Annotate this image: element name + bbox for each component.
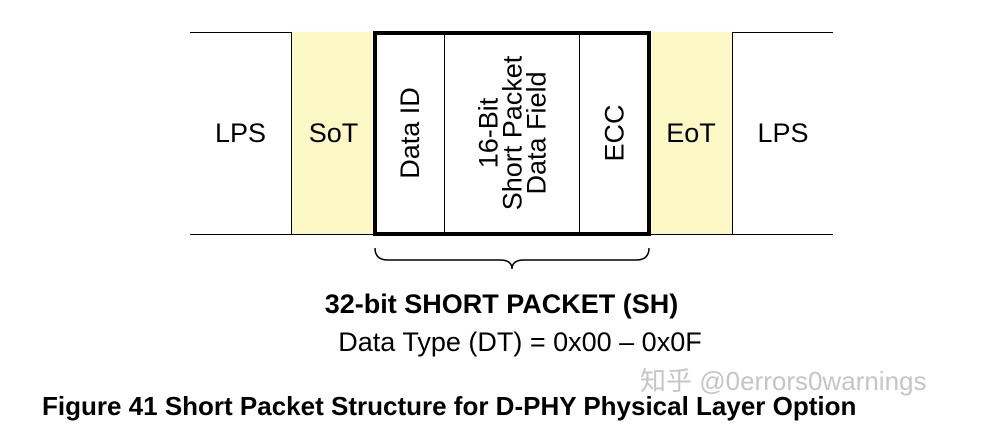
packet-type-label: 32-bit SHORT PACKET (SH)	[324, 289, 679, 319]
bottom-lane-line	[190, 234, 833, 235]
field-lps-right: LPS	[733, 32, 833, 234]
field-eot: EoT	[650, 32, 733, 234]
watermark: 知乎 @0errors0warnings	[640, 366, 927, 396]
field-data-id-label: Data ID	[394, 87, 425, 179]
field-sot-label: SoT	[308, 117, 359, 148]
field-data-id: Data ID	[375, 32, 445, 234]
packet-brace	[374, 247, 650, 270]
field-sot: SoT	[291, 32, 375, 234]
field-lps-left: LPS	[190, 32, 291, 234]
figure-caption: Figure 41 Short Packet Structure for D-P…	[42, 391, 857, 421]
data-field-line-3: Data Field	[521, 71, 552, 195]
field-short-packet-data: 16-Bit Short Packet Data Field	[445, 32, 580, 234]
field-ecc-label: ECC	[599, 104, 630, 162]
field-lps-left-label: LPS	[214, 117, 267, 148]
field-ecc: ECC	[580, 32, 650, 234]
data-type-label: Data Type (DT) = 0x00 – 0x0F	[338, 327, 702, 357]
field-lps-right-label: LPS	[757, 117, 809, 148]
field-short-packet-data-label: 16-Bit Short Packet Data Field	[473, 56, 552, 211]
field-eot-label: EoT	[666, 117, 716, 148]
